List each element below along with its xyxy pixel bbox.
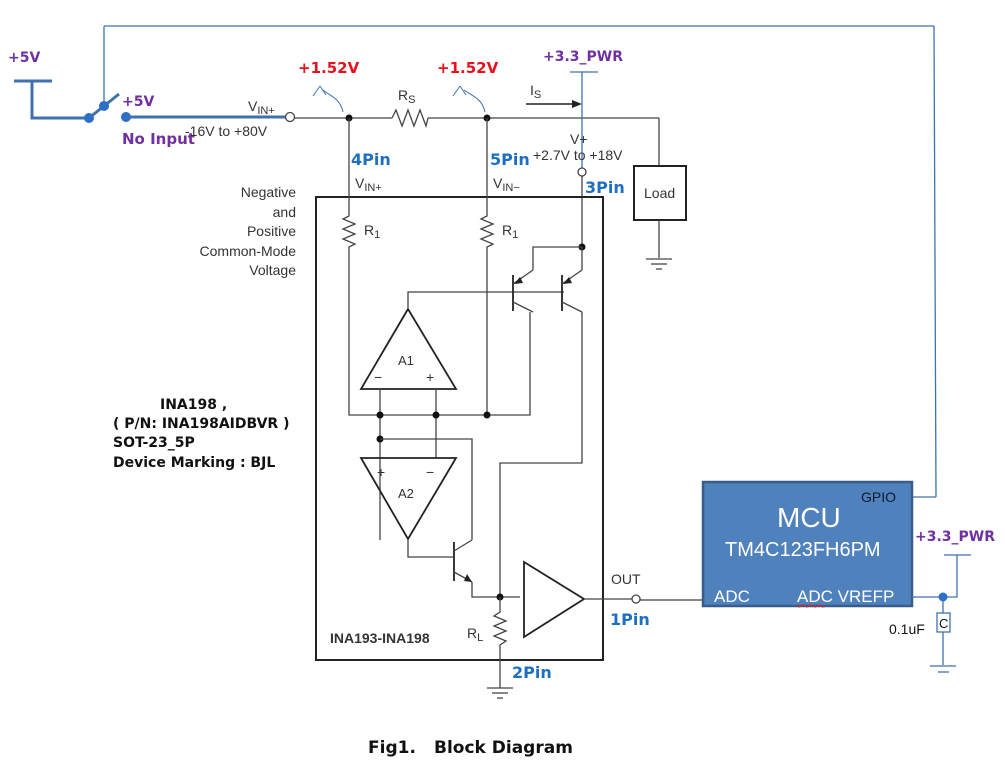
note-line: Negative	[241, 184, 296, 200]
note-line: and	[273, 204, 296, 220]
pin5-label: 5Pin	[490, 150, 530, 169]
output-buffer	[523, 560, 586, 639]
ina-chip: VIN+ VIN− R1 R1 A1 − +	[315, 118, 641, 699]
capacitor-symbol: C	[939, 616, 948, 631]
a1-output-wire	[407, 291, 564, 309]
a2-label: A2	[398, 486, 414, 501]
is-arrowhead-icon	[572, 100, 582, 108]
mcu-adc-pin: ADC	[714, 587, 750, 606]
part-info-line: ( P/N: INA198AIDBVR )	[113, 416, 289, 432]
load-section: Load	[633, 165, 687, 270]
vrefp-section: +3.3_PWR C 0.1uF	[889, 529, 995, 673]
q3-arrow-icon	[464, 574, 472, 582]
mcu-adc-vrefp-pin: ADC VREFP	[797, 587, 894, 606]
rl-resistor	[492, 597, 508, 688]
r1-right-label: R1	[502, 222, 518, 241]
part-info-line: Device Marking : BJL	[113, 455, 275, 471]
q2-collector-wire	[499, 312, 583, 597]
vrefp-wire	[912, 555, 958, 598]
q3-emitter-wire	[471, 582, 520, 598]
pin3-label: 3Pin	[585, 178, 625, 197]
supply-5v-label: +5V	[8, 50, 40, 66]
out-terminal	[631, 594, 641, 604]
capacitor-value: 0.1uF	[889, 621, 925, 637]
pin2-label: 2Pin	[512, 663, 552, 682]
r1-left-label: R1	[364, 222, 380, 241]
part-info-line: SOT-23_5P	[113, 435, 195, 451]
ina-chip-box	[315, 196, 604, 661]
no-input-label: No Input	[122, 130, 195, 148]
q1-arrow-icon	[514, 277, 523, 284]
switch-5v-label: +5V	[122, 94, 154, 110]
mcu-block: MCU TM4C123FH6PM GPIO ADC ADC VREFP	[701, 480, 914, 608]
a1-minus-node-wire	[348, 250, 531, 416]
gpio-control-wire-right	[933, 25, 937, 498]
a2-plus-sign: +	[377, 464, 385, 480]
part-info: INA198 , ( P/N: INA198AIDBVR ) SOT-23_5P…	[113, 397, 289, 471]
figure-number: Fig1.	[368, 738, 416, 758]
vin-range-label: -16V to +80V	[185, 123, 268, 139]
part-info-line: INA198 ,	[160, 397, 227, 413]
load-box	[633, 165, 687, 221]
chip-family-label: INA193-INA198	[330, 630, 430, 646]
chip-vin-minus-label: VIN−	[493, 175, 520, 194]
source-section: +5V +5V No Input VIN+ -16V to +80V	[8, 25, 937, 498]
mcu-gpio-pin: GPIO	[861, 489, 896, 505]
a1-plus-sign: +	[426, 369, 434, 385]
common-mode-note: Negative and Positive Common-Mode Voltag…	[200, 184, 297, 278]
pin1-label: 1Pin	[610, 610, 650, 629]
rs-label: RS	[398, 87, 415, 106]
spellcheck-underline	[796, 604, 826, 608]
note-line: Positive	[247, 223, 296, 239]
vplus-label: V+	[570, 131, 588, 147]
a2-output-wire	[407, 539, 453, 558]
q2-arrow-icon	[563, 277, 572, 284]
out-label: OUT	[611, 571, 641, 587]
a2-minus-sign: −	[426, 464, 434, 480]
a2-opamp	[359, 457, 458, 541]
rs-resistor	[391, 108, 429, 129]
node1-voltage-label: +1.52V	[298, 59, 360, 77]
pwr-label-top: +3.3_PWR	[543, 49, 623, 65]
mcu-box	[701, 480, 914, 608]
r1-left-resistor	[341, 212, 357, 250]
q1-emitter-wire	[532, 246, 582, 270]
node2-probe-arrow-icon	[452, 85, 486, 113]
mcu-model: TM4C123FH6PM	[725, 539, 881, 561]
is-current-label: IS	[530, 82, 541, 101]
node2-voltage-label: +1.52V	[437, 59, 499, 77]
pwr-label-mcu: +3.3_PWR	[915, 529, 995, 545]
vin-plus-terminal-label: VIN+	[248, 98, 275, 117]
vin-plus-terminal	[284, 111, 296, 123]
a1-opamp	[359, 307, 458, 390]
note-line: Common-Mode	[200, 243, 297, 259]
mcu-title: MCU	[777, 502, 841, 533]
a2-cross-wire	[380, 438, 473, 540]
note-line: Voltage	[249, 262, 296, 278]
sense-section: RS +1.52V +1.52V IS	[294, 59, 660, 166]
pin4-label: 4Pin	[351, 150, 391, 169]
a1-label: A1	[398, 353, 414, 368]
a1-minus-sign: −	[374, 369, 382, 385]
q1-collector	[512, 301, 534, 313]
chip-vin-plus-label: VIN+	[355, 175, 382, 194]
junction-dot	[483, 411, 491, 419]
rl-label: RL	[467, 625, 483, 644]
vplus-supply: +3.3_PWR V+ +2.7V to +18V	[533, 49, 623, 247]
r1-right-resistor	[479, 212, 495, 250]
q3-collector	[453, 539, 473, 552]
junction-dot	[432, 411, 440, 419]
vplus-terminal	[577, 167, 587, 177]
load-label: Load	[644, 185, 675, 201]
q2-collector	[561, 301, 583, 313]
junction-dot	[376, 411, 384, 419]
figure-title: Block Diagram	[434, 738, 573, 758]
supply-5v-wire	[30, 81, 89, 120]
vplus-range-label: +2.7V to +18V	[533, 147, 623, 163]
node1-probe-arrow-icon	[312, 85, 344, 113]
